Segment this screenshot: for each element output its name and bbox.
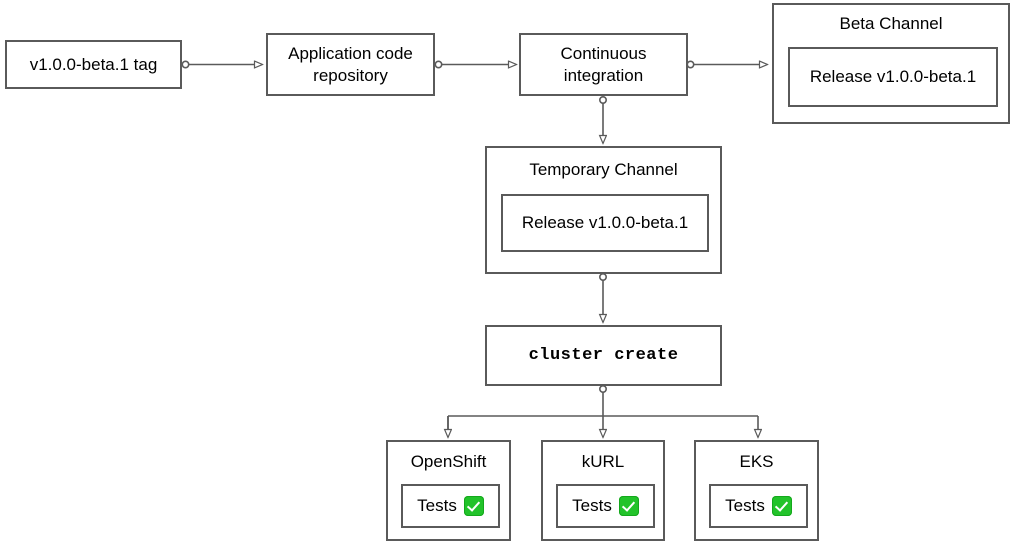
white-check-mark-icon bbox=[771, 496, 792, 516]
node-kurl[interactable]: kURL Tests bbox=[541, 440, 665, 541]
edge-tag-to-repo bbox=[181, 60, 262, 67]
node-beta-channel[interactable]: Beta Channel Release v1.0.0-beta.1 bbox=[772, 3, 1010, 124]
temporary-channel-title: Temporary Channel bbox=[529, 160, 678, 179]
kurl-tests-label: Tests bbox=[572, 496, 612, 516]
edge-temporary-channel-to-cluster-create bbox=[600, 272, 606, 322]
ci-label-line2: integration bbox=[563, 65, 644, 85]
edge-ci-to-temporary-channel bbox=[600, 96, 606, 143]
eks-tests-box[interactable]: Tests bbox=[709, 484, 808, 528]
node-application-code-repository[interactable]: Application code repository bbox=[266, 33, 435, 96]
node-application-code-repository-label: Application code repository bbox=[288, 43, 413, 86]
temporary-channel-release-label: Release v1.0.0-beta.1 bbox=[521, 213, 689, 233]
edge-cluster-create-to-targets bbox=[448, 384, 758, 437]
white-check-mark-icon bbox=[463, 496, 484, 516]
white-check-mark-icon bbox=[618, 496, 639, 516]
edge-ci-to-beta-channel bbox=[686, 60, 767, 67]
beta-channel-release-box[interactable]: Release v1.0.0-beta.1 bbox=[788, 47, 998, 107]
temporary-channel-release-box[interactable]: Release v1.0.0-beta.1 bbox=[501, 194, 709, 252]
kurl-tests-box[interactable]: Tests bbox=[556, 484, 655, 528]
node-version-tag[interactable]: v1.0.0-beta.1 tag bbox=[5, 40, 182, 89]
kurl-tests-row: Tests bbox=[572, 495, 639, 516]
node-cluster-create[interactable]: cluster create bbox=[485, 325, 722, 386]
openshift-tests-box[interactable]: Tests bbox=[401, 484, 500, 528]
repo-label-line2: repository bbox=[313, 65, 388, 85]
node-openshift[interactable]: OpenShift Tests bbox=[386, 440, 511, 541]
ci-label-line1: Continuous bbox=[560, 44, 647, 64]
openshift-tests-row: Tests bbox=[417, 495, 484, 516]
eks-tests-row: Tests bbox=[725, 495, 792, 516]
eks-tests-label: Tests bbox=[725, 496, 765, 516]
openshift-tests-label: Tests bbox=[417, 496, 457, 516]
node-version-tag-label: v1.0.0-beta.1 tag bbox=[29, 54, 158, 74]
node-continuous-integration-label: Continuous integration bbox=[560, 43, 646, 86]
openshift-title: OpenShift bbox=[410, 452, 487, 471]
node-cluster-create-label: cluster create bbox=[528, 345, 679, 365]
edge-repo-to-ci bbox=[434, 60, 516, 67]
kurl-title: kURL bbox=[581, 452, 625, 471]
node-eks[interactable]: EKS Tests bbox=[694, 440, 819, 541]
beta-channel-release-label: Release v1.0.0-beta.1 bbox=[809, 67, 977, 87]
beta-channel-title: Beta Channel bbox=[839, 14, 943, 33]
eks-title: EKS bbox=[739, 452, 774, 471]
repo-label-line1: Application code bbox=[288, 44, 413, 64]
node-temporary-channel[interactable]: Temporary Channel Release v1.0.0-beta.1 bbox=[485, 146, 722, 274]
node-continuous-integration[interactable]: Continuous integration bbox=[519, 33, 688, 96]
